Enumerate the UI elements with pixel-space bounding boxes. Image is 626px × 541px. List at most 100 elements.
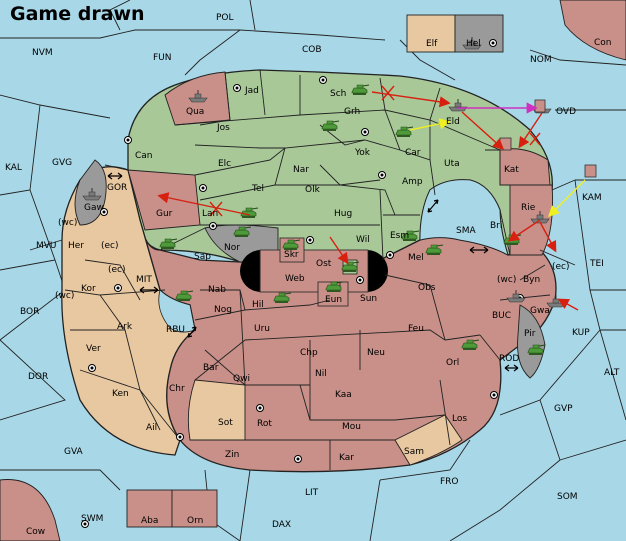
label-gaw: Gaw <box>84 203 104 213</box>
label-tei: TEI <box>589 259 604 269</box>
label-can: Can <box>135 151 153 161</box>
label-gor: GOR <box>107 183 127 193</box>
label-fro: FRO <box>440 477 459 487</box>
label-sam: Sam <box>404 447 424 457</box>
game-status-title: Game drawn <box>10 3 145 25</box>
label-obs: Obs <box>418 283 436 293</box>
label-ken: Ken <box>112 389 129 399</box>
label-hug: Hug <box>334 209 352 219</box>
label-sun: Sun <box>360 294 377 304</box>
strait-arrows <box>107 172 519 372</box>
label-dax: DAX <box>272 520 291 530</box>
province-labels: POL NVM FUN COB NOM Con Elf Hel OVD Qua … <box>5 13 620 537</box>
label-bar: Bar <box>203 363 219 373</box>
label-gur: Gur <box>156 209 173 219</box>
order-arrows <box>157 85 586 311</box>
province-elf[interactable] <box>406 14 456 53</box>
label-eld: Eld <box>446 117 460 127</box>
label-bri: Bri <box>490 221 502 231</box>
label-wc-gaw: (wc) <box>58 218 77 228</box>
label-feu: Feu <box>408 324 424 334</box>
label-kal: KAL <box>5 163 22 173</box>
label-fun: FUN <box>153 53 172 63</box>
label-sap: Sap <box>194 252 211 262</box>
label-sot: Sot <box>218 418 233 428</box>
province-pir[interactable] <box>517 304 546 379</box>
label-los: Los <box>452 414 467 424</box>
label-neu: Neu <box>367 348 385 358</box>
label-wil: Wil <box>356 235 370 245</box>
label-rot: Rot <box>257 419 272 429</box>
label-kat: Kat <box>504 165 519 175</box>
label-ec-kor: (ec) <box>108 265 126 275</box>
province-rie[interactable] <box>509 184 553 256</box>
label-elf: Elf <box>426 39 438 49</box>
label-uru: Uru <box>254 324 270 334</box>
province-orn[interactable] <box>171 489 218 528</box>
label-aba: Aba <box>141 516 158 526</box>
label-nvm: NVM <box>32 48 53 58</box>
label-kar: Kar <box>339 453 354 463</box>
label-ail: Ail <box>146 423 157 433</box>
label-orl: Orl <box>446 358 459 368</box>
label-mit: MIT <box>136 275 152 285</box>
label-nil: Nil <box>315 369 327 379</box>
label-esm: Esm <box>390 231 409 241</box>
label-amp: Amp <box>402 177 423 187</box>
province-sot[interactable] <box>187 379 246 441</box>
label-jad: Jad <box>244 86 259 96</box>
label-cob: COB <box>302 45 322 55</box>
label-ark: Ark <box>117 322 133 332</box>
label-orn: Orn <box>187 516 203 526</box>
label-rod: ROD <box>499 354 519 364</box>
label-her: Her <box>68 241 84 251</box>
label-sma: SMA <box>456 226 476 236</box>
label-chp: Chp <box>300 348 318 358</box>
label-hil: Hil <box>252 300 264 310</box>
label-nog: Nog <box>214 305 232 315</box>
label-ec-rie: (ec) <box>552 262 570 272</box>
label-wc-kor: (wc) <box>55 291 74 301</box>
label-kaa: Kaa <box>335 390 352 400</box>
label-con: Con <box>594 38 612 48</box>
label-hel: Hel <box>466 39 481 49</box>
label-nar: Nar <box>293 165 309 175</box>
label-pol: POL <box>216 13 234 23</box>
label-ovd: OVD <box>556 107 576 117</box>
supply-centers <box>81 39 524 528</box>
label-kup: KUP <box>572 328 590 338</box>
province-cow[interactable] <box>0 479 61 541</box>
label-zin: Zin <box>225 450 239 460</box>
inner-sea <box>419 179 509 256</box>
label-mou: Mou <box>342 422 361 432</box>
label-olk: Olk <box>305 185 321 195</box>
label-rie: Rie <box>521 203 536 213</box>
label-lan: Lan <box>202 209 218 219</box>
label-uta: Uta <box>444 159 460 169</box>
label-gvg: GVG <box>52 158 72 168</box>
label-wc-byn: (wc) <box>497 275 516 285</box>
label-web: Web <box>285 274 305 284</box>
label-rbu: RBU <box>166 325 185 335</box>
label-yok: Yok <box>354 148 371 158</box>
label-lit: LIT <box>305 488 319 498</box>
label-chr: Chr <box>169 384 185 394</box>
label-ver: Ver <box>86 344 101 354</box>
label-dor: DOR <box>28 372 48 382</box>
province-sam[interactable] <box>394 414 463 466</box>
province-aba[interactable] <box>126 489 173 528</box>
label-qwi: Qwi <box>233 374 250 384</box>
label-tel: Tel <box>251 184 264 194</box>
label-pir: Pir <box>524 329 536 339</box>
label-gvp: GVP <box>554 404 573 414</box>
label-cow: Cow <box>26 527 45 537</box>
label-swm: SWM <box>81 514 103 524</box>
label-nom: NOM <box>530 55 552 65</box>
label-kam: KAM <box>582 193 602 203</box>
label-kor: Kor <box>81 284 96 294</box>
province-con[interactable] <box>559 0 626 61</box>
label-elc: Elc <box>218 159 231 169</box>
label-nor: Nor <box>224 243 240 253</box>
label-alt: ALT <box>604 368 620 378</box>
label-car: Car <box>405 148 421 158</box>
